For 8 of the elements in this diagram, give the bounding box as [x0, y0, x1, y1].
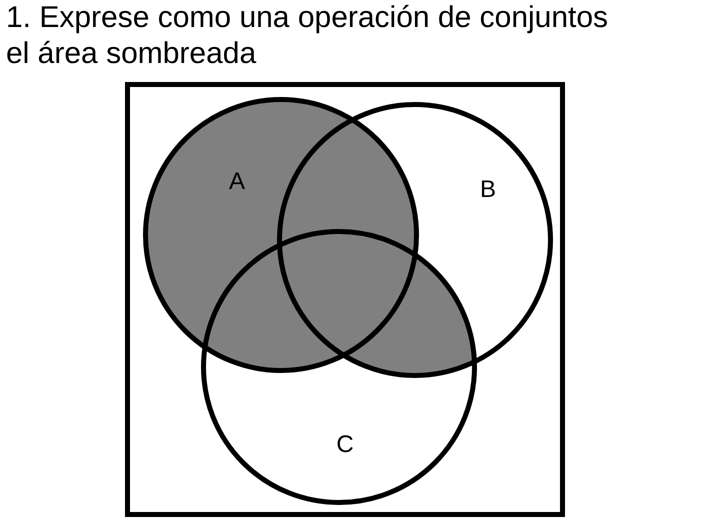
- universe-rectangle: [125, 82, 565, 517]
- set-circle: [143, 97, 419, 373]
- set-circle: [277, 102, 553, 378]
- set-label: B: [478, 176, 497, 204]
- set-circle: [201, 229, 477, 505]
- question-title: 1. Exprese como una operación de conjuntos el área sombreada: [6, 0, 610, 72]
- set-label: C: [335, 431, 355, 459]
- set-label: A: [228, 168, 246, 196]
